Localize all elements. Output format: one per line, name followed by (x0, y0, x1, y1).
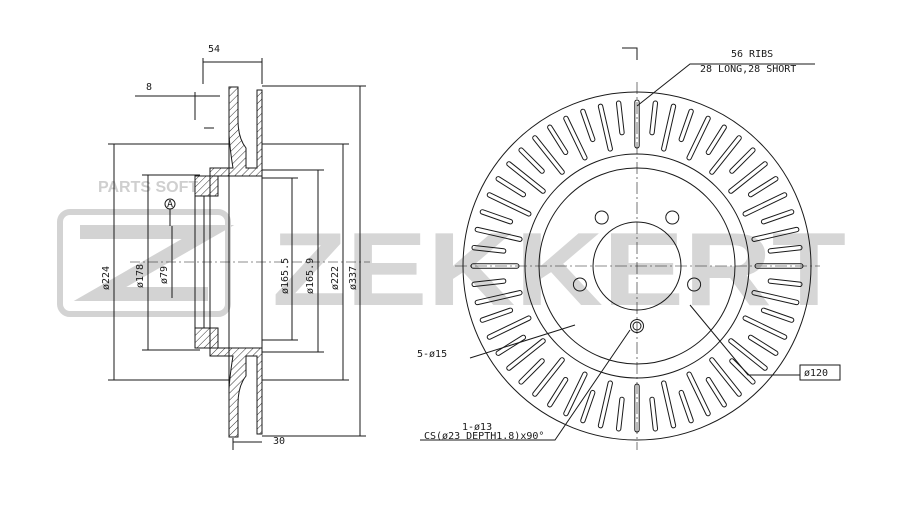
rib-slot-long (751, 226, 800, 242)
pcd-label: ø120 (804, 368, 828, 379)
pcd-leader (689, 304, 800, 376)
bolt-hole (594, 210, 609, 225)
rib-slot-long (532, 357, 565, 397)
rib-slot-short (678, 108, 694, 143)
rib-slot-long (686, 371, 711, 417)
bolt-holes (572, 210, 702, 333)
bolt-holes-leader (469, 324, 576, 359)
dim-d222: ø222 (330, 266, 341, 290)
rib-slot-long (474, 290, 523, 306)
front-view (420, 47, 841, 450)
rib-slot-long (597, 103, 613, 152)
dim-d178: ø178 (135, 264, 146, 288)
rib-slot-long (506, 338, 546, 371)
dim-d165-5: ø165.5 (280, 258, 291, 294)
rib-slot-long (728, 338, 768, 371)
rib-slot-short (547, 376, 569, 408)
rib-slot-short (518, 147, 545, 174)
rib-slot-short (649, 100, 659, 136)
rib-slot-short (518, 358, 545, 385)
rib-slot-long (661, 103, 677, 152)
rib-slot-long (742, 192, 788, 217)
rib-slot-short (760, 209, 795, 225)
watermark-brand-text: ZEKKERT (272, 212, 846, 328)
rib-slot-short (767, 244, 803, 254)
rib-slot-long (486, 315, 532, 340)
rib-slot-short (747, 334, 779, 356)
dim-d165-9: ø165.9 (305, 258, 316, 294)
zekkert-z-logo-icon (57, 209, 235, 317)
rib-slot-long (686, 115, 711, 161)
bolt-holes-label: 5-ø15 (417, 349, 447, 360)
center-hole-leader (420, 329, 631, 441)
rib-slot-short (547, 124, 569, 156)
rib-slot-short (471, 278, 507, 288)
rib-slot-long (486, 192, 532, 217)
rib-slot-long (506, 161, 546, 194)
ribs-leader (636, 63, 815, 107)
dim-thickness-30: 30 (273, 436, 285, 447)
dim-width-54: 54 (208, 44, 220, 55)
rib-slot-long (728, 161, 768, 194)
rib-slot-short (767, 278, 803, 288)
dim-offset-8: 8 (146, 82, 152, 93)
rib-slot-short (705, 376, 727, 408)
rib-slot-long (597, 380, 613, 429)
rib-slot-short (729, 358, 756, 385)
rib-slots (470, 99, 804, 433)
rib-slot-short (760, 307, 795, 323)
rib-slot-short (495, 334, 527, 356)
rib-slot-long (751, 290, 800, 306)
bolt-hole (572, 277, 587, 292)
rib-slot-short (479, 209, 514, 225)
pcd-box (799, 364, 841, 381)
rib-slot-long (563, 371, 588, 417)
hub-plate-bottom (194, 327, 219, 349)
bolt-hole (665, 210, 680, 225)
rib-slot-short (649, 396, 659, 432)
section-view (108, 58, 370, 450)
section-view-labels: 54 8 30 A ø224 ø178 ø79 ø165.5 ø165.9 ø2… (101, 44, 359, 447)
center-hole-note-line1: 1-ø13 (462, 422, 492, 433)
bolt-hole (687, 277, 702, 292)
front-view-labels: 56 RIBS 28 LONG,28 SHORT 5-ø15 ø120 1-ø1… (417, 49, 828, 442)
ribs-note-line1: 56 RIBS (731, 49, 773, 60)
dim-d337: ø337 (348, 266, 359, 290)
dim-d79: ø79 (159, 266, 170, 284)
dim-d224: ø224 (101, 266, 112, 290)
hub-plate-top (194, 175, 219, 197)
rib-slot-short (580, 389, 596, 424)
rib-slot-long (742, 315, 788, 340)
rib-slot-short (729, 147, 756, 174)
rib-slot-short (615, 396, 625, 432)
rib-slot-short (580, 108, 596, 143)
rib-slot-long (709, 135, 742, 175)
center-hole-note-line2: CS(ø23 DEPTH1.8)x90° (424, 431, 544, 442)
watermark: PARTS SOFT ZEKKERT (57, 179, 846, 328)
rib-slot-long (474, 226, 523, 242)
section-hatch-top (209, 86, 263, 177)
section-hatch-bottom (209, 347, 263, 438)
rib-slot-long (709, 357, 742, 397)
rib-slot-short (678, 389, 694, 424)
rib-slot-long (661, 380, 677, 429)
rib-slot-short (747, 176, 779, 198)
rib-slot-short (479, 307, 514, 323)
rib-slot-short (471, 244, 507, 254)
rib-slot-short (615, 100, 625, 136)
rib-slot-short (495, 176, 527, 198)
rib-slot-long (532, 135, 565, 175)
rib-slot-long (563, 115, 588, 161)
datum-label: A (167, 199, 173, 210)
rib-slot-short (705, 124, 727, 156)
ribs-note-line2: 28 LONG,28 SHORT (700, 64, 796, 75)
